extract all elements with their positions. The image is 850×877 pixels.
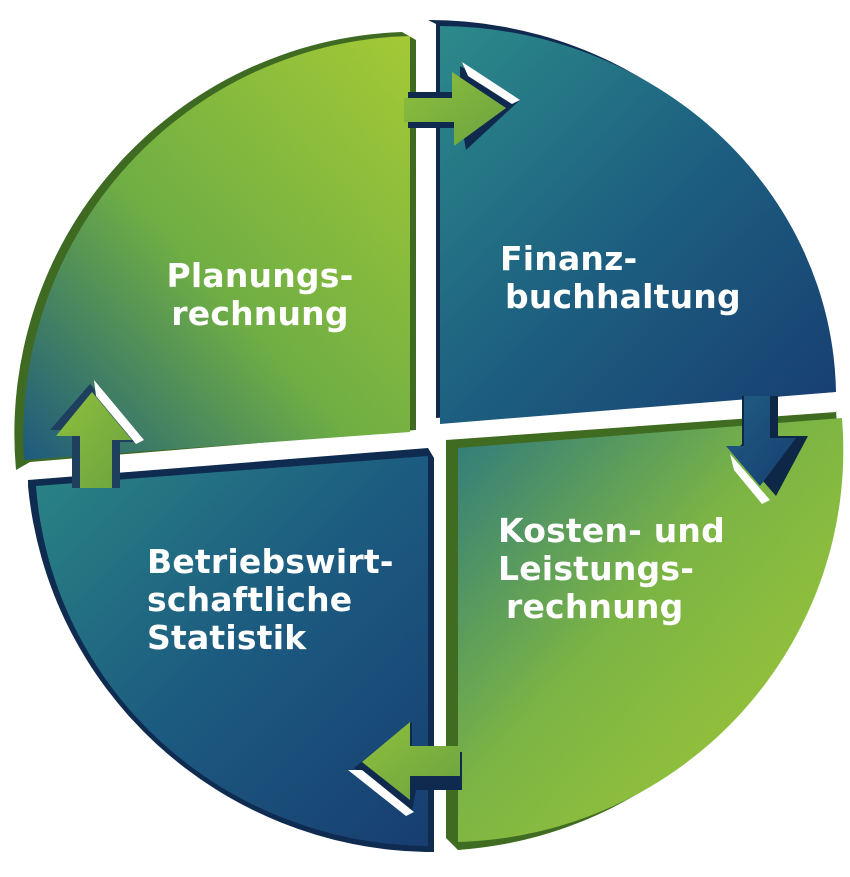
label-finanzbuchhaltung-line2: buchhaltung [505, 277, 741, 316]
label-planungsrechnung: Planungs- rechnung [0, 257, 520, 333]
quadrant-kosten-leistungsrechnung-face [458, 418, 844, 842]
label-finanzbuchhaltung: Finanz- buchhaltung [500, 240, 741, 316]
quadrant-finanzbuchhaltung [428, 19, 836, 424]
arrow-right-icon [404, 62, 520, 150]
arrow-left-icon-highlight [348, 770, 414, 816]
label-betriebswirtschaftliche-statistik-line2: schaftliche [147, 580, 353, 619]
quadrant-betriebswirtschaftliche-statistik [28, 448, 434, 852]
label-betriebswirtschaftliche-statistik-line1: Betriebswirt- [147, 542, 394, 581]
label-finanzbuchhaltung-line1: Finanz- [500, 239, 638, 278]
arrow-down-icon-face [726, 396, 796, 486]
arrow-down-icon-highlight [730, 454, 770, 504]
arrow-down-icon [726, 396, 808, 504]
label-betriebswirtschaftliche-statistik: Betriebswirt- schaftliche Statistik [147, 543, 394, 657]
label-planungsrechnung-line1: Planungs- [166, 256, 354, 295]
quadrant-planungsrechnung-face [23, 36, 410, 460]
arrow-up-icon [50, 380, 144, 488]
arrow-left-icon [348, 722, 462, 816]
label-kosten-leistungsrechnung-line2: Leistungs- [498, 549, 695, 588]
arrow-up-icon-face [56, 392, 132, 488]
arrow-right-icon-highlight [462, 62, 520, 104]
label-betriebswirtschaftliche-statistik-line3: Statistik [147, 618, 307, 657]
quadrant-planungsrechnung [14, 32, 416, 470]
arrow-up-icon-highlight [94, 380, 144, 444]
label-kosten-leistungsrechnung-line1: Kosten- und [498, 511, 725, 550]
arrow-left-icon-face [362, 722, 460, 800]
label-kosten-leistungsrechnung-line3: rechnung [506, 587, 684, 626]
arrow-right-icon-face [404, 72, 506, 146]
label-planungsrechnung-line2: rechnung [171, 294, 349, 333]
quadrant-betriebswirtschaftliche-statistik-face [36, 456, 428, 846]
quadrant-finanzbuchhaltung-face [440, 26, 836, 424]
label-kosten-leistungsrechnung: Kosten- und Leistungs- rechnung [498, 512, 725, 626]
quadrant-kosten-leistungsrechnung [446, 410, 844, 850]
